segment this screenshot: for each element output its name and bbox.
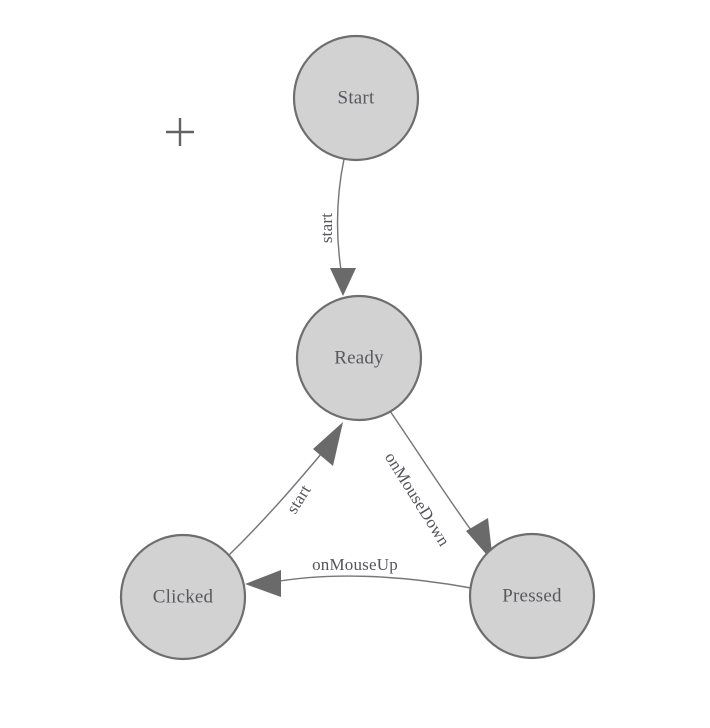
edge-path-ready-to-pressed [389,410,480,542]
edge-start-to-ready[interactable] [330,158,356,296]
node-start-label: Start [338,87,375,108]
arrowhead-ready-to-pressed [466,518,493,562]
node-clicked-circle [119,533,247,661]
arrowhead-pressed-to-clicked [245,570,281,597]
edge-path-clicked-to-ready [228,446,328,556]
plus-marker-icon [166,118,194,146]
node-pressed-label: Pressed [502,585,562,606]
edge-pressed-to-clicked[interactable] [245,570,472,597]
node-ready-circle [295,294,423,422]
node-clicked[interactable]: Clicked [119,533,247,661]
edge-ready-to-pressed[interactable] [389,410,493,562]
arrowhead-clicked-to-ready [313,422,343,466]
edge-path-start-to-ready [336,158,345,271]
node-ready[interactable]: Ready [295,294,423,422]
edge-path-pressed-to-clicked [273,575,472,589]
edge-label-pressed-to-clicked: onMouseUp [312,555,398,574]
node-start[interactable]: Start [292,34,420,162]
edge-label-start-to-ready: start [317,213,336,243]
edge-label-clicked-to-ready: start [283,481,315,517]
arrowhead-start-to-ready [330,268,356,296]
node-start-circle [292,34,420,162]
node-ready-label: Ready [334,347,384,368]
node-clicked-label: Clicked [153,586,214,607]
edge-clicked-to-ready[interactable] [228,422,343,556]
node-pressed-circle [468,532,596,660]
node-pressed[interactable]: Pressed [468,532,596,660]
edge-label-ready-to-pressed: onMouseDown [381,449,454,550]
